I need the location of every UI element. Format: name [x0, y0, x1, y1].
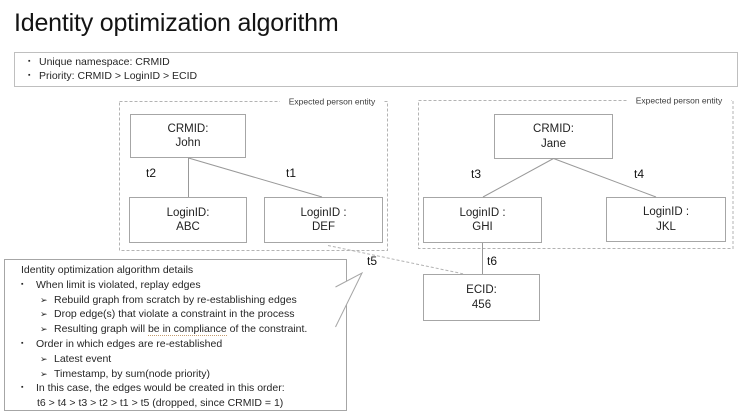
callout-text: Timestamp, by sum(node priority) [54, 367, 210, 380]
rule-item: ▪ Unique namespace: CRMID [15, 55, 737, 69]
node-namespace: ECID: [466, 284, 497, 296]
left-group-label-bg [280, 95, 384, 107]
callout-text: Drop edge(s) that violate a constraint i… [54, 308, 295, 321]
edge-label-t3: t3 [471, 167, 482, 181]
right-group-label-bg [627, 94, 731, 106]
rule-text: Unique namespace: CRMID [39, 56, 170, 68]
edge-t1-line [188, 157, 323, 198]
rule-item: ▪ Priority: CRMID > LoginID > ECID [15, 69, 737, 83]
callout-line: ➢ Rebuild graph from scratch by re-estab… [40, 293, 342, 308]
node-namespace: LoginID : [459, 206, 506, 219]
callout-line: ▪ Order in which edges are re-establishe… [21, 337, 342, 352]
square-bullet-icon: ▪ [28, 72, 31, 79]
arrow-bullet-icon: ➢ [40, 368, 48, 379]
edge-t3-line [482, 158, 554, 198]
callout-line: ➢ Resulting graph will be in compliance … [40, 322, 342, 337]
node-value: Jane [541, 137, 566, 150]
node-crmid-jane: CRMID: Jane [494, 114, 613, 159]
callout-text: Rebuild graph from scratch by re-establi… [54, 293, 297, 306]
node-value: ABC [176, 221, 200, 233]
node-namespace: CRMID: [167, 122, 209, 135]
edge-label-t2: t2 [146, 166, 157, 180]
callout-line: ➢ Timestamp, by sum(node priority) [40, 367, 342, 382]
node-loginid-jkl: LoginID : JKL [606, 197, 726, 242]
left-group-label: Expected person entity [289, 97, 376, 107]
node-value: 456 [471, 298, 492, 311]
node-namespace: LoginID: [166, 206, 210, 219]
arrow-bullet-icon: ➢ [40, 309, 48, 320]
arrow-bullet-icon: ➢ [40, 294, 48, 305]
callout-line: ➢ Drop edge(s) that violate a constraint… [40, 307, 342, 322]
edge-label-t1: t1 [286, 166, 297, 180]
node-value: John [175, 137, 201, 149]
node-crmid-john: CRMID: John [130, 114, 246, 158]
edge-t5-dashed-line [327, 245, 465, 275]
node-namespace: LoginID : [300, 206, 347, 219]
rules-box: ▪ Unique namespace: CRMID ▪ Priority: CR… [14, 52, 738, 87]
node-value: JKL [656, 220, 676, 233]
rule-text: Priority: CRMID > LoginID > ECID [39, 70, 198, 82]
square-bullet-icon: ▪ [21, 339, 24, 347]
edge-label-t6: t6 [487, 254, 498, 268]
square-bullet-icon: ▪ [28, 58, 31, 65]
callout-text: Resulting graph will be in compliance of… [54, 322, 307, 337]
callout-text-spellcheck: be in compliance [147, 323, 227, 337]
callout-heading: Identity optimization algorithm details [21, 264, 194, 276]
callout-text-post: of the constraint. [226, 323, 308, 336]
square-bullet-icon: ▪ [21, 280, 24, 288]
callout-text: Latest event [54, 352, 112, 365]
node-loginid-abc: LoginID: ABC [129, 197, 247, 243]
square-bullet-icon: ▪ [21, 384, 24, 392]
edge-label-t5: t5 [367, 254, 378, 268]
callout-line: ➢ Latest event [40, 352, 342, 367]
callout-text: In this case, the edges would be created… [36, 382, 285, 395]
node-ecid-456: ECID: 456 [423, 274, 540, 321]
callout-text: Order in which edges are re-established [36, 337, 223, 350]
edge-label-t4: t4 [634, 167, 645, 181]
node-namespace: CRMID: [533, 123, 574, 135]
callout-line: ▪ In this case, the edges would be creat… [21, 381, 342, 396]
callout-line: ▪ When limit is violated, replay edges [21, 278, 342, 293]
node-value: DEF [312, 221, 335, 233]
callout-edge-order-text: t6 > t4 > t3 > t2 > t1 > t5 (dropped, si… [37, 397, 284, 410]
node-loginid-ghi: LoginID : GHI [423, 197, 542, 243]
arrow-bullet-icon: ➢ [40, 353, 48, 364]
callout-text-pre: Resulting graph will [54, 323, 148, 336]
node-loginid-def: LoginID : DEF [264, 197, 383, 243]
right-group-label: Expected person entity [636, 96, 723, 106]
callout-details-box: Identity optimization algorithm details … [4, 259, 347, 411]
callout-text: When limit is violated, replay edges [36, 278, 201, 291]
node-value: GHI [472, 221, 493, 233]
page-title: Identity optimization algorithm [14, 9, 339, 37]
arrow-bullet-icon: ➢ [40, 324, 48, 335]
node-namespace: LoginID : [642, 206, 690, 218]
